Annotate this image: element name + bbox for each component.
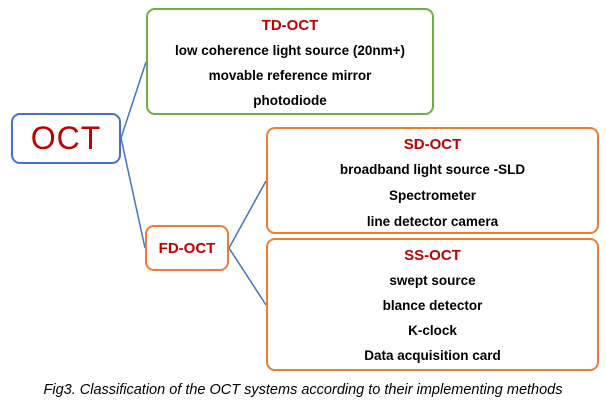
connector-oct-fd: [120, 137, 146, 249]
connector-oct-td: [120, 61, 147, 139]
td-oct-box: TD-OCT low coherence light source (20nm+…: [146, 8, 434, 115]
sd-oct-item: broadband light source -SLD: [339, 162, 526, 177]
oct-root-label: OCT: [30, 120, 102, 156]
ss-oct-item: K-clock: [408, 323, 457, 338]
ss-oct-item: blance detector: [382, 298, 483, 313]
ss-oct-item: Data acquisition card: [364, 348, 501, 363]
connector-fd-ss: [228, 247, 267, 306]
fd-oct-label: FD-OCT: [158, 239, 216, 257]
td-oct-item: low coherence light source (20nm+): [175, 43, 405, 58]
sd-oct-title: SD-OCT: [403, 136, 462, 153]
figure-caption: Fig3. Classification of the OCT systems …: [43, 382, 563, 398]
td-oct-title: TD-OCT: [261, 17, 319, 34]
sd-oct-item: line detector camera: [366, 214, 499, 229]
connector-fd-sd: [228, 180, 267, 249]
sd-oct-item: Spectrometer: [388, 188, 477, 203]
oct-root-box: OCT: [11, 113, 121, 164]
ss-oct-item: swept source: [389, 273, 476, 288]
sd-oct-box: SD-OCT broadband light source -SLD Spect…: [266, 127, 599, 234]
fd-oct-box: FD-OCT: [145, 225, 229, 271]
td-oct-item: movable reference mirror: [208, 68, 372, 83]
ss-oct-title: SS-OCT: [404, 247, 461, 264]
ss-oct-box: SS-OCT swept source blance detector K-cl…: [266, 238, 599, 371]
td-oct-item: photodiode: [253, 93, 327, 108]
